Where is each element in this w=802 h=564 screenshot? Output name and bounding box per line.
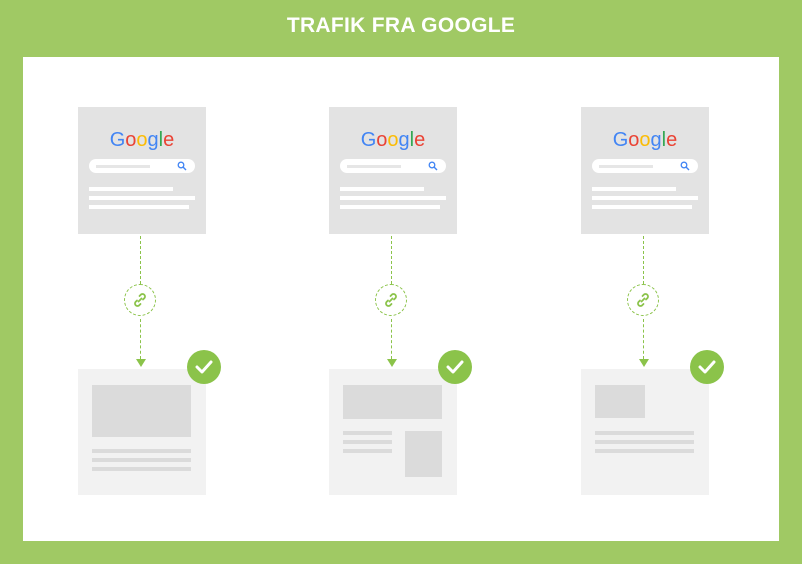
google-search-results: Google	[78, 107, 206, 234]
sidebar-placeholder	[405, 431, 442, 477]
google-search-results: Google	[581, 107, 709, 234]
text-line	[595, 431, 694, 435]
search-bar	[89, 159, 195, 173]
google-logo: Google	[109, 129, 175, 151]
link-badge	[124, 284, 156, 316]
link-icon	[637, 293, 649, 307]
result-line	[340, 187, 424, 191]
search-icon	[680, 161, 690, 171]
text-line	[343, 440, 392, 444]
image-placeholder	[343, 385, 442, 419]
dashed-connector	[391, 319, 392, 359]
image-placeholder	[595, 385, 645, 418]
result-line	[89, 187, 173, 191]
search-icon	[177, 161, 187, 171]
arrow-down-icon	[387, 359, 397, 367]
google-logo: Google	[612, 129, 678, 151]
google-logo: Google	[360, 129, 426, 151]
diagram-panel: Google Google	[23, 57, 779, 541]
link-badge	[375, 284, 407, 316]
text-line	[92, 449, 191, 453]
checkmark-icon	[698, 360, 716, 374]
website-page	[329, 369, 457, 495]
result-line	[340, 196, 446, 200]
page-title: TRAFIK FRA GOOGLE	[286, 14, 516, 37]
dashed-connector	[643, 236, 644, 284]
image-placeholder	[92, 385, 191, 437]
link-icon	[385, 293, 397, 307]
result-line	[592, 196, 698, 200]
text-line	[595, 449, 694, 453]
text-line	[343, 431, 392, 435]
link-icon	[134, 293, 146, 307]
success-badge	[690, 350, 724, 384]
link-badge	[627, 284, 659, 316]
result-line	[89, 196, 195, 200]
flow-column-2: Google	[329, 57, 472, 541]
website-page	[581, 369, 709, 495]
checkmark-icon	[195, 360, 213, 374]
flow-column-3: Google	[581, 57, 724, 541]
search-bar	[340, 159, 446, 173]
search-icon	[428, 161, 438, 171]
result-line	[340, 205, 440, 209]
success-badge	[187, 350, 221, 384]
result-line	[592, 187, 676, 191]
dashed-connector	[140, 236, 141, 284]
dashed-connector	[643, 319, 644, 359]
website-page	[78, 369, 206, 495]
dashed-connector	[391, 236, 392, 284]
result-line	[89, 205, 189, 209]
checkmark-icon	[446, 360, 464, 374]
flow-column-1: Google	[78, 57, 221, 541]
search-bar	[592, 159, 698, 173]
text-line	[343, 449, 392, 453]
result-line	[592, 205, 692, 209]
google-search-results: Google	[329, 107, 457, 234]
arrow-down-icon	[136, 359, 146, 367]
text-line	[595, 440, 694, 444]
success-badge	[438, 350, 472, 384]
arrow-down-icon	[639, 359, 649, 367]
dashed-connector	[140, 319, 141, 359]
text-line	[92, 458, 191, 462]
text-line	[92, 467, 191, 471]
